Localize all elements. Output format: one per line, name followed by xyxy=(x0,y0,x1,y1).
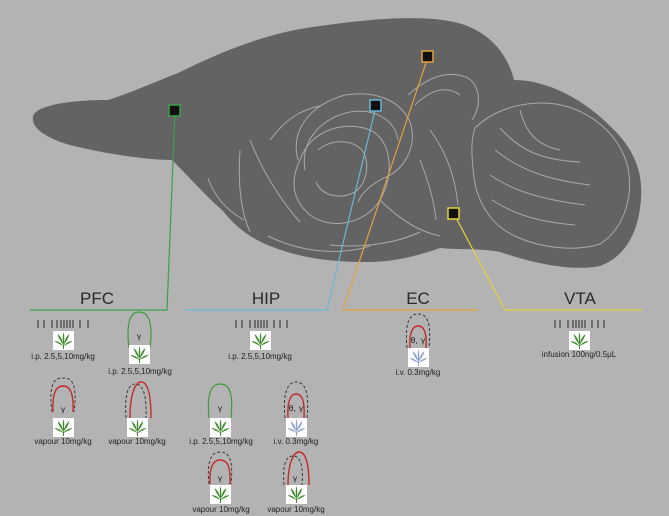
oscillation-curve-icon xyxy=(127,311,152,349)
vta-site-marker xyxy=(447,207,460,220)
oscillation-curve-icon xyxy=(129,381,152,419)
pfc-vapour-a-panel: γ vapour 10mg/kg xyxy=(34,377,92,446)
pfc-ip-spikes-panel: i.p. 2.5,5,10mg/kg xyxy=(31,320,95,361)
oscillation-curve-icon xyxy=(52,385,74,413)
oscillation-curve-icon xyxy=(287,393,305,419)
hip-vapour-a-label: vapour 10mg/kg xyxy=(192,505,249,514)
oscillation-curve-icon xyxy=(287,451,310,486)
hip-vapour-b-label: vapour 10mg/kg xyxy=(267,505,324,514)
pfc-ip-gamma-label: i.p. 2.5,5,10mg/kg xyxy=(108,367,172,376)
spike-raster-icon xyxy=(235,320,288,328)
ec-iv-label: i.v. 0.3mg/kg xyxy=(396,368,441,377)
hip-iv-label: i.v. 0.3mg/kg xyxy=(274,437,319,446)
ec-site-marker xyxy=(421,50,434,63)
brain-silhouette xyxy=(32,18,642,268)
hip-iv-panel: θ, γ i.v. 0.3mg/kg xyxy=(274,381,319,446)
hip-ip-spikes-panel: i.p. 2.5,5,10mg/kg xyxy=(228,320,292,361)
svg-text:γ: γ xyxy=(61,405,66,414)
pfc-vapour-b-panel: vapour 10mg/kg xyxy=(108,381,166,446)
hip-connector xyxy=(185,105,377,311)
hip-ip-spikes-label: i.p. 2.5,5,10mg/kg xyxy=(228,352,292,361)
hip-site-marker xyxy=(369,99,382,112)
ec-title: EC xyxy=(406,289,430,308)
pfc-vapour-b-label: vapour 10mg/kg xyxy=(108,437,165,446)
spike-raster-icon xyxy=(554,320,605,328)
pfc-connector xyxy=(30,110,176,311)
oscillation-curve-icon xyxy=(409,325,427,349)
pfc-ip-spikes-label: i.p. 2.5,5,10mg/kg xyxy=(31,352,95,361)
pfc-title: PFC xyxy=(80,289,114,308)
ec-connector xyxy=(342,56,478,311)
svg-text:γ: γ xyxy=(218,404,223,413)
pfc-ip-gamma-panel: γ i.p. 2.5,5,10mg/kg xyxy=(108,311,172,376)
hip-vapour-a-panel: γ vapour 10mg/kg xyxy=(192,451,250,514)
hip-title: HIP xyxy=(252,289,280,308)
svg-text:γ: γ xyxy=(293,474,298,483)
oscillation-curve-icon xyxy=(207,383,233,419)
svg-text:γ: γ xyxy=(137,332,142,341)
brain-illustration xyxy=(32,18,642,268)
vta-title: VTA xyxy=(564,289,596,308)
hip-vapour-b-panel: γ vapour 10mg/kg xyxy=(267,451,325,514)
vta-infusion-label: infusion 100ng/0.5μL xyxy=(542,350,617,359)
pfc-vapour-a-label: vapour 10mg/kg xyxy=(34,437,91,446)
cerebellum-outline xyxy=(471,102,631,249)
hip-ip-gamma-panel: γ i.p. 2.5,5,10mg/kg xyxy=(189,383,253,446)
pfc-site-marker xyxy=(168,104,181,117)
vta-infusion-panel: infusion 100ng/0.5μL xyxy=(542,320,617,359)
ec-iv-panel: θ, γ i.v. 0.3mg/kg xyxy=(396,313,441,377)
hip-ip-gamma-label: i.p. 2.5,5,10mg/kg xyxy=(189,437,253,446)
hippocampus-outline xyxy=(295,93,413,203)
svg-text:θ, γ: θ, γ xyxy=(411,336,426,345)
spike-raster-icon xyxy=(37,320,89,328)
svg-text:γ: γ xyxy=(218,474,223,483)
vta-connector xyxy=(453,213,642,311)
oscillation-curve-icon xyxy=(209,459,231,485)
svg-text:θ, γ: θ, γ xyxy=(289,404,304,413)
